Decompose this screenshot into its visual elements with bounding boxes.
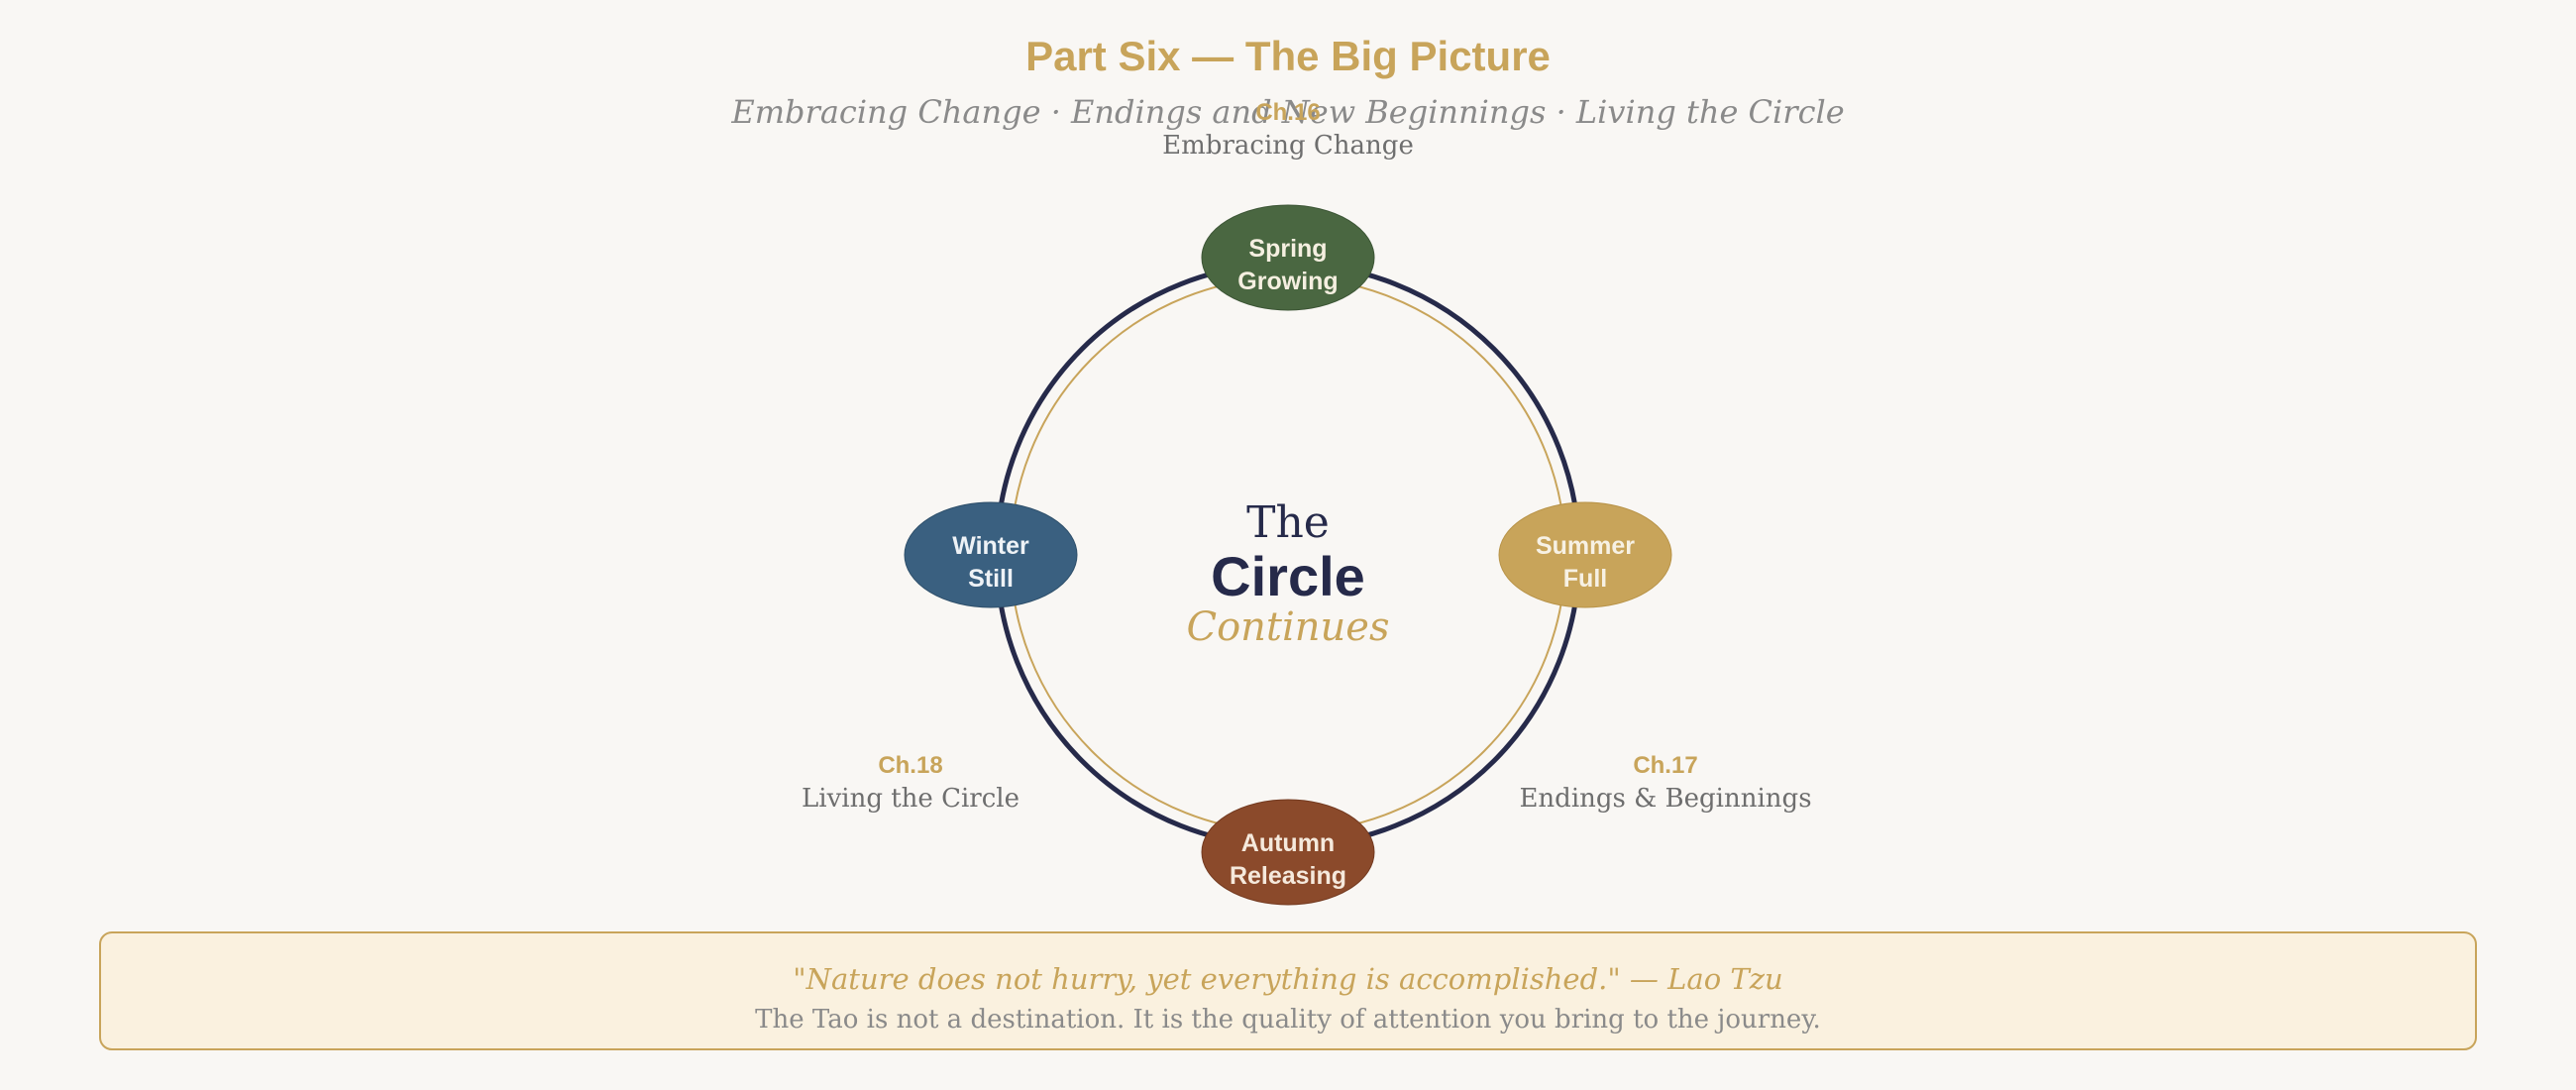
autumn-node-sublabel: Releasing [1230, 862, 1346, 890]
chapter-title: Living the Circle [802, 784, 1020, 814]
summer-node-label: Summer [1536, 532, 1635, 560]
quote-note: The Tao is not a destination. It is the … [755, 1005, 1821, 1035]
chapter-number: Ch.17 [1633, 752, 1697, 779]
quote-box-background [99, 931, 2477, 1050]
center-line-3: Continues [1186, 604, 1389, 650]
winter-node-label: Winter [952, 532, 1029, 560]
winter-node-shape [904, 501, 1078, 608]
spring-node-shape [1201, 204, 1375, 311]
summer-node-shape [1498, 501, 1672, 608]
autumn-node-shape [1201, 799, 1375, 906]
page-subtitle: Embracing Change · Endings and New Begin… [730, 93, 1844, 131]
chapter-label-right: Ch.17 Endings & Beginnings [1519, 752, 1811, 814]
center-line-2: Circle [1211, 545, 1365, 607]
autumn-node-label: Autumn [1241, 829, 1335, 857]
chapter-number: Ch.18 [878, 752, 942, 779]
center-line-1: The [1246, 497, 1330, 548]
summer-node-sublabel: Full [1563, 565, 1607, 593]
summer-node[interactable]: Summer Full [1498, 501, 1672, 608]
page-title: Part Six — The Big Picture [1025, 33, 1551, 79]
quote-box: "Nature does not hurry, yet everything i… [99, 931, 2477, 1050]
winter-node[interactable]: Winter Still [904, 501, 1078, 608]
chapter-label-top: Ch.16 Embracing Change [1162, 99, 1414, 161]
spring-node[interactable]: Spring Growing [1201, 204, 1375, 311]
chapter-label-left: Ch.18 Living the Circle [802, 752, 1020, 814]
winter-node-sublabel: Still [968, 565, 1014, 593]
autumn-node[interactable]: Autumn Releasing [1201, 799, 1375, 906]
chapter-number: Ch.16 [1255, 99, 1320, 126]
quote-text: "Nature does not hurry, yet everything i… [793, 962, 1782, 996]
chapter-title: Endings & Beginnings [1519, 784, 1811, 814]
chapter-title: Embracing Change [1162, 131, 1414, 161]
spring-node-sublabel: Growing [1237, 268, 1338, 295]
spring-node-label: Spring [1248, 235, 1327, 263]
